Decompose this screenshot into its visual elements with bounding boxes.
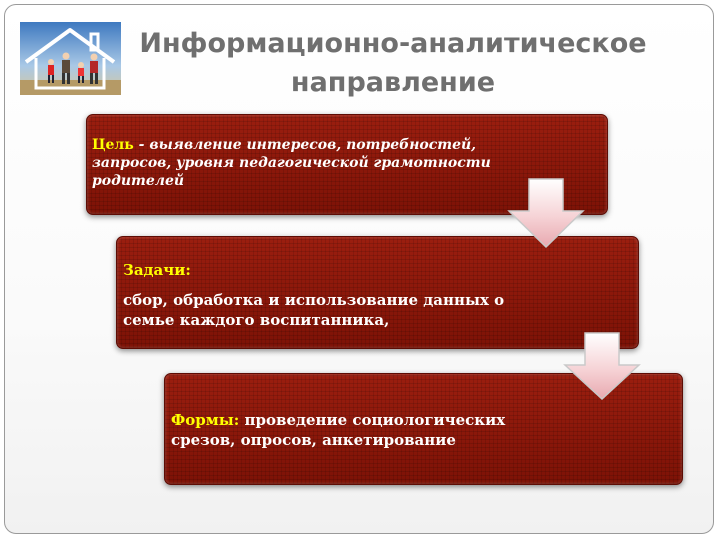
- down-arrow-icon: [507, 177, 585, 249]
- goal-label: Цель: [92, 137, 134, 153]
- title-line-2: направление: [128, 63, 658, 102]
- forms-label: Формы:: [171, 411, 239, 429]
- down-arrow-icon: [563, 331, 641, 401]
- goal-text: - выявление интересов, потребностей, зап…: [92, 137, 491, 189]
- slide-title: Информационно-аналитическое направление: [128, 24, 658, 102]
- tasks-label: Задачи:: [123, 261, 191, 279]
- forms-text-block: Формы: проведение социологических срезов…: [171, 410, 571, 450]
- tasks-text: сбор, обработка и использование данных о…: [123, 290, 523, 330]
- tasks-box: Задачи: сбор, обработка и использование …: [116, 236, 639, 349]
- goal-text-block: Цель - выявление интересов, потребностей…: [92, 136, 512, 190]
- title-line-1: Информационно-аналитическое: [128, 24, 658, 63]
- family-house-icon: [20, 22, 121, 95]
